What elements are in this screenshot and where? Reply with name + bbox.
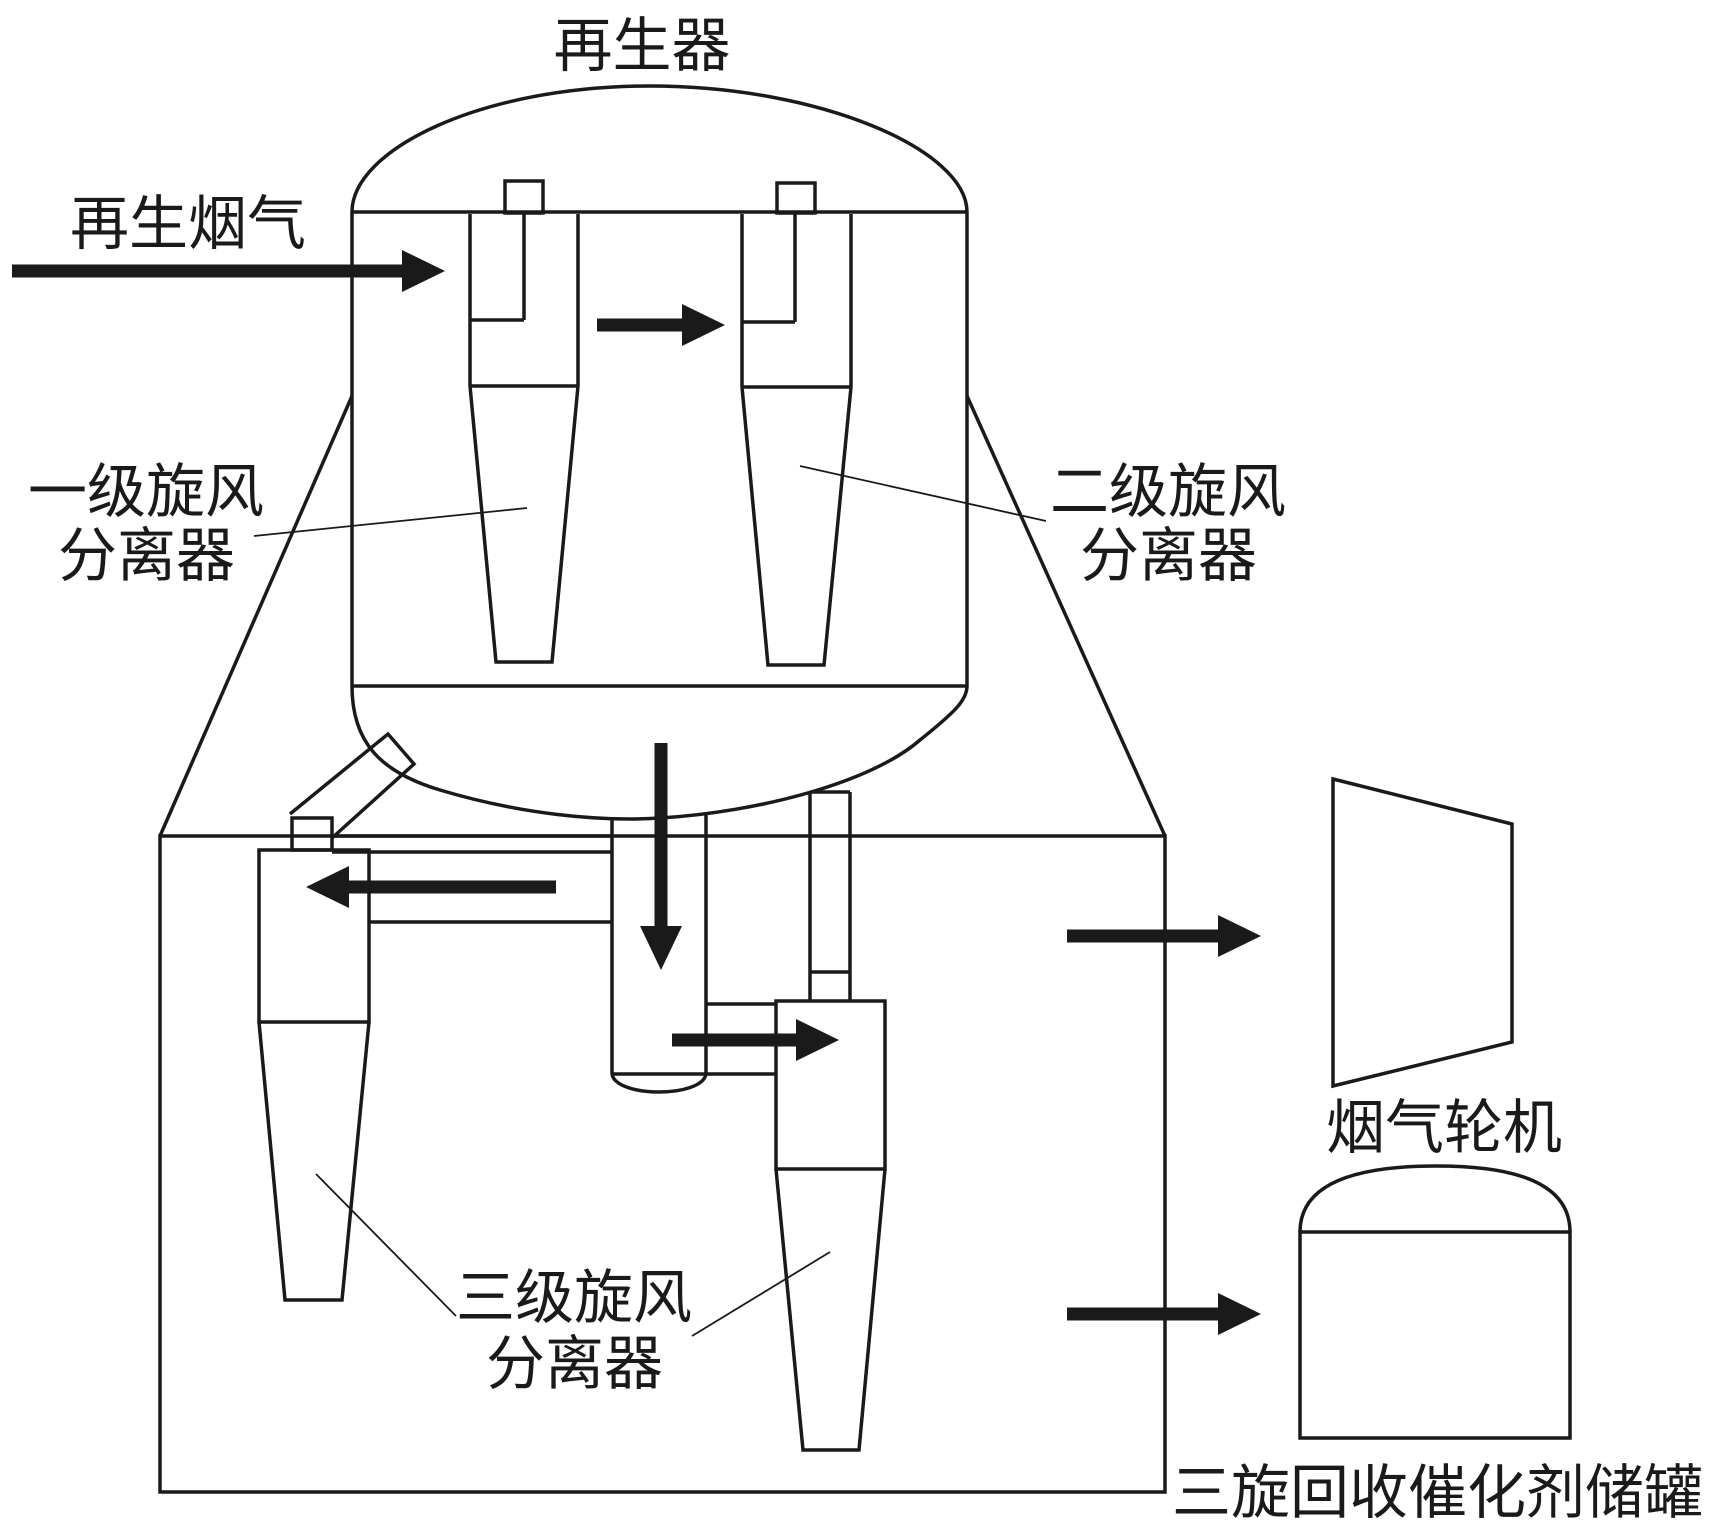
second-cyclone-label-line1: 二级旋风 xyxy=(1050,457,1286,526)
arrow-left-to-cyclone xyxy=(306,866,556,908)
first-stage-cyclone xyxy=(468,179,580,664)
labels: 再生器 再生烟气 一级旋风 分离器 二级旋风 分离器 三级旋风 分离器 烟气轮机… xyxy=(28,11,1703,1527)
callout-lines xyxy=(158,395,1167,837)
second-cyclone-label-line2: 分离器 xyxy=(1080,521,1257,590)
regenerator-label: 再生器 xyxy=(553,11,730,80)
flue-gas-turbine-label: 烟气轮机 xyxy=(1326,1093,1562,1162)
catalyst-storage-tank xyxy=(1298,1164,1572,1440)
central-downcomer xyxy=(610,812,708,1094)
second-stage-cyclone xyxy=(740,181,853,667)
arrow-to-turbine xyxy=(1067,915,1261,957)
left-connecting-duct xyxy=(332,834,612,924)
flow-arrows xyxy=(12,250,1261,1335)
leader-lines xyxy=(253,465,1047,1337)
third-cyclone-label-line1: 三级旋风 xyxy=(456,1263,692,1332)
third-cyclone-label-line2: 分离器 xyxy=(486,1329,663,1398)
catalyst-tank-label: 三旋回收催化剂储罐 xyxy=(1172,1458,1703,1527)
arrow-to-tank xyxy=(1067,1293,1261,1335)
first-cyclone-label-line2: 分离器 xyxy=(58,521,235,590)
flue-gas-turbine xyxy=(1331,776,1514,1089)
regenerator-vessel xyxy=(350,84,969,821)
third-stage-right-cyclone xyxy=(706,790,887,1452)
flue-gas-in-label: 再生烟气 xyxy=(70,189,306,258)
arrow-down-center xyxy=(640,743,682,970)
arrow-flue-gas-in xyxy=(12,250,445,292)
arrow-first-to-second xyxy=(597,304,725,346)
arrow-right-to-cyclone xyxy=(672,1019,839,1061)
first-cyclone-label-line1: 一级旋风 xyxy=(28,457,264,526)
third-stage-enclosure xyxy=(158,834,1167,1494)
third-stage-left-cyclone xyxy=(257,731,417,1302)
